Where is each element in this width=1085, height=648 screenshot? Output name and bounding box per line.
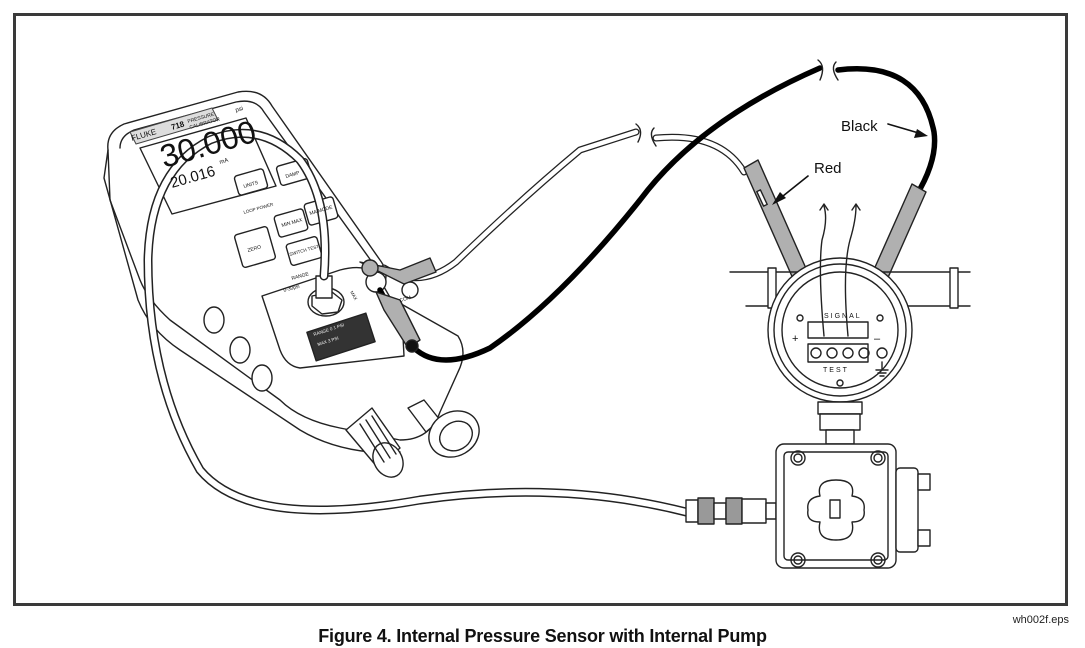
range-label: RANGE — [291, 271, 310, 282]
zero-button — [233, 225, 277, 269]
display-primary-unit: psi — [235, 106, 244, 114]
calibrator-model: 718 — [170, 119, 186, 131]
range-value-label: 0-30psi — [283, 284, 300, 294]
file-reference: wh002f.eps — [1012, 614, 1069, 626]
black-lead-label: Black — [841, 118, 878, 135]
com-jack-label: COM — [399, 295, 412, 304]
spec-plate-line2: MAX 3 PSI — [317, 335, 339, 347]
switch-test-button — [285, 236, 323, 266]
units-button-label[interactable]: UNITS — [243, 180, 260, 190]
pressure-transmitter — [729, 203, 971, 445]
test-terminal-block — [807, 343, 869, 363]
red-lead-label: Red — [814, 160, 842, 177]
spec-plate — [306, 312, 376, 362]
zero-button-label[interactable]: ZERO — [247, 244, 262, 254]
min-max-button-label[interactable]: MIN MAX — [281, 217, 304, 229]
signal-terminal-block — [807, 321, 869, 339]
hose-fitting-knurled — [725, 497, 743, 525]
pump-knob — [345, 407, 404, 478]
display-secondary-unit: mA — [219, 158, 229, 166]
hose-fitting-knurled — [697, 497, 715, 525]
pressure-port — [307, 275, 345, 317]
pressure-hose — [143, 128, 777, 525]
red-test-lead — [359, 123, 839, 347]
plus-terminal-label: + — [792, 333, 798, 345]
units-button — [233, 168, 269, 196]
sensor-body — [775, 443, 931, 569]
test-terminal-label: TEST — [823, 367, 849, 374]
figure-caption: Figure 4. Internal Pressure Sensor with … — [318, 626, 767, 646]
min-max-button — [273, 208, 309, 238]
max-label: MAX — [349, 290, 358, 301]
lead-break-mark — [817, 59, 839, 81]
minus-terminal-label: – — [874, 333, 881, 345]
pressure-calibrator — [103, 90, 480, 478]
damp-button-label[interactable]: DAMP — [285, 170, 301, 180]
signal-terminal-label: SIGNAL — [824, 313, 862, 320]
lead-break-mark — [635, 123, 657, 147]
vent-valve — [407, 399, 480, 458]
